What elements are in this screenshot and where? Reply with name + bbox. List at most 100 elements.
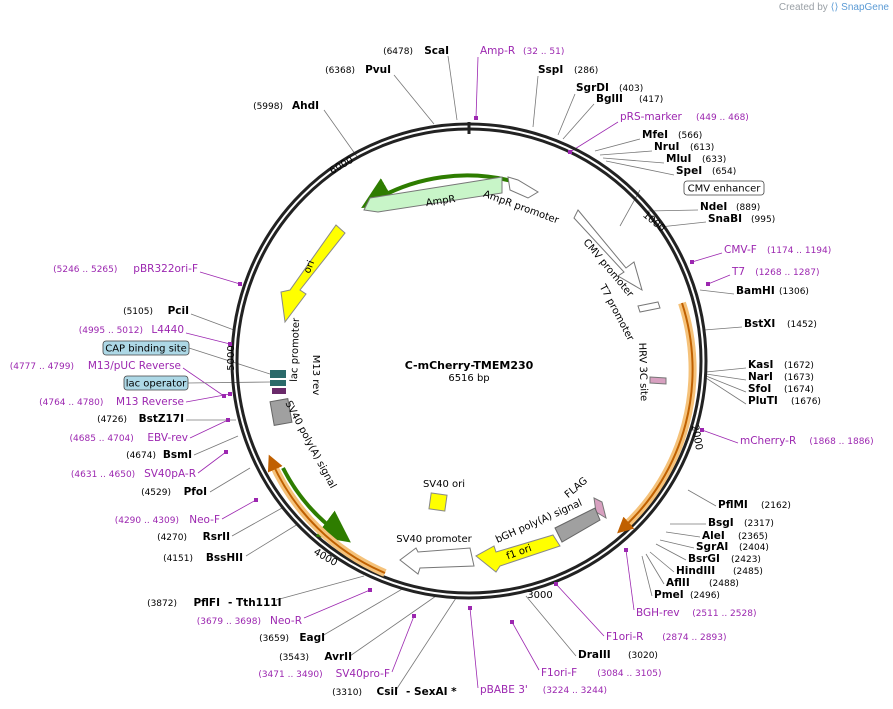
site-leader-mlui	[602, 157, 665, 164]
primer-name: mCherry-R	[740, 435, 796, 447]
primer-neo-f[interactable]: Neo-F(4290 .. 4309)	[115, 514, 220, 526]
site-name: AleI	[702, 530, 725, 542]
site-avrii[interactable]: AvrII(3543)	[279, 651, 352, 663]
primer-m13-puc-reverse[interactable]: M13/pUC Reverse(4777 .. 4799)	[10, 360, 181, 372]
site-pvui[interactable]: PvuI(6368)	[325, 64, 391, 76]
site-pluti[interactable]: PluTI (1676)	[748, 395, 821, 407]
site-name: KasI	[748, 359, 773, 371]
site-csii[interactable]: CsiI(3310)- SexAI *	[332, 686, 457, 698]
primer-t7[interactable]: T7(1268 .. 1287)	[731, 266, 819, 278]
site-bsshii[interactable]: BssHII(4151)	[163, 552, 243, 564]
site-nrui[interactable]: NruI(613)	[654, 141, 714, 153]
site-position: (2365)	[738, 532, 768, 542]
primer-pbr322ori-f[interactable]: pBR322ori-F(5246 .. 5265)	[53, 263, 198, 275]
site-name: RsrII	[203, 531, 230, 543]
primer-leader-mcherry-r	[701, 429, 739, 444]
site-snabi[interactable]: SnaBI(995)	[708, 213, 775, 225]
site-nari[interactable]: NarI(1673)	[748, 371, 814, 383]
primer-range: (2874 .. 2893)	[662, 633, 726, 643]
primer-range: (3224 .. 3244)	[543, 686, 607, 696]
site-scai[interactable]: ScaI(6478)	[383, 45, 449, 57]
site-pmei[interactable]: PmeI(2496)	[654, 589, 720, 601]
site-eagi[interactable]: EagI(3659)	[259, 632, 325, 644]
site-name: PluTI	[748, 395, 778, 407]
site-bsmi[interactable]: BsmI(4674)	[126, 449, 192, 461]
site-spei[interactable]: SpeI(654)	[676, 165, 736, 177]
site-position: (2488)	[709, 579, 739, 589]
boxed-label-lac-operator[interactable]: lac operator	[123, 375, 189, 391]
site-sgrdi[interactable]: SgrDI(403)	[576, 82, 643, 94]
site-leader-bstxi	[703, 326, 743, 331]
site-bstxi[interactable]: BstXI(1452)	[744, 318, 817, 330]
site-ndei[interactable]: NdeI(889)	[700, 201, 760, 213]
site-pcii[interactable]: PciI(5105)	[123, 305, 189, 317]
primer-neo-r[interactable]: Neo-R(3679 .. 3698)	[197, 615, 302, 627]
feature-label-ampr: AmpR	[425, 194, 456, 209]
site-alei[interactable]: AleI (2365)	[702, 530, 768, 542]
site-name: AflII	[666, 577, 690, 589]
site-bstz17i[interactable]: BstZ17I(4726)	[97, 413, 184, 425]
site-position: (5998)	[253, 102, 283, 112]
site-leader-pflmi	[687, 489, 717, 507]
primer-name: L4440	[151, 324, 184, 336]
primer-f1ori-f[interactable]: F1ori-F(3084 .. 3105)	[541, 667, 661, 679]
boxed-label-cap-binding-site[interactable]: CAP binding site	[102, 340, 190, 356]
site-pflfi[interactable]: PflFI(3872)- Tth111I	[147, 597, 281, 609]
primer-l4440[interactable]: L4440(4995 .. 5012)	[79, 324, 184, 336]
site-leader-snabi	[659, 221, 707, 228]
primer-f1ori-r[interactable]: F1ori-R(2874 .. 2893)	[606, 631, 726, 643]
site-mlui[interactable]: MluI(633)	[666, 153, 726, 165]
site-ahdi[interactable]: AhdI(5998)	[253, 100, 319, 112]
site-leader-kasi	[705, 367, 747, 373]
primer-range: (3471 .. 3490)	[258, 670, 322, 680]
primer-pbabe-3[interactable]: pBABE 3'(3224 .. 3244)	[480, 684, 607, 696]
primer-cmv-f[interactable]: CMV-F(1174 .. 1194)	[724, 244, 831, 256]
primer-prs-marker[interactable]: pRS-marker(449 .. 468)	[620, 111, 749, 123]
site-name: BamHI	[736, 285, 775, 297]
site-mfei[interactable]: MfeI(566)	[642, 129, 702, 141]
boxed-label-text: lac operator	[126, 379, 187, 390]
primer-name: Neo-R	[270, 615, 302, 627]
site-bglii[interactable]: BglII(417)	[596, 93, 663, 105]
primer-mark-mcherry-r	[700, 428, 704, 432]
primer-mcherry-r[interactable]: mCherry-R (1868 .. 1886)	[740, 435, 874, 447]
site-hindiii[interactable]: HindIII(2485)	[676, 565, 763, 577]
site-position: (1676)	[791, 397, 821, 407]
boxed-label-cmv-enhancer[interactable]: CMV enhancer	[683, 180, 765, 196]
site-draiii[interactable]: DraIII(3020)	[578, 649, 658, 661]
site-sfoi[interactable]: SfoI(1674)	[748, 383, 814, 395]
primer-range: (1868 .. 1886)	[809, 437, 873, 447]
primer-mark-pbabe-3	[468, 606, 472, 610]
primer-amp-r[interactable]: Amp-R(32 .. 51)	[480, 45, 564, 57]
primer-bgh-rev[interactable]: BGH-rev(2511 .. 2528)	[636, 607, 756, 619]
site-pfoi[interactable]: PfoI(4529)	[141, 486, 207, 498]
site-position: (4674)	[126, 451, 156, 461]
site-sgrai[interactable]: SgrAI(2404)	[696, 541, 769, 553]
site-aflii[interactable]: AflII (2488)	[666, 577, 739, 589]
site-leader-ahdi	[323, 109, 359, 159]
site-name: NruI	[654, 141, 679, 153]
site-position: (1673)	[784, 373, 814, 383]
primer-range: (2511 .. 2528)	[692, 609, 756, 619]
primer-leader-prs-marker	[569, 121, 619, 153]
site-bsrgi[interactable]: BsrGI(2423)	[688, 553, 761, 565]
site-rsrii[interactable]: RsrII(4270)	[157, 531, 230, 543]
site-position: (403)	[619, 84, 643, 94]
site-bamhi[interactable]: BamHI(1306)	[736, 285, 809, 297]
credit-logo-text: SnapGene	[841, 2, 889, 13]
backbone-ring	[230, 122, 708, 600]
site-sspi[interactable]: SspI(286)	[538, 64, 598, 76]
site-pflmi[interactable]: PflMI(2162)	[718, 499, 791, 511]
primer-leader-sv40pro-f	[391, 615, 415, 673]
site-position: (4151)	[163, 554, 193, 564]
site-leader-pmei	[641, 555, 653, 597]
primer-mark-l4440	[228, 342, 232, 346]
primer-m13-reverse[interactable]: M13 Reverse(4764 .. 4780)	[39, 396, 184, 408]
site-position: (3310)	[332, 688, 362, 698]
site-kasi[interactable]: KasI(1672)	[748, 359, 814, 371]
primer-range: (4777 .. 4799)	[10, 362, 74, 372]
site-bsgi[interactable]: BsgI(2317)	[708, 517, 774, 529]
primer-ebv-rev[interactable]: EBV-rev(4685 .. 4704)	[70, 432, 188, 444]
primer-sv40pa-r[interactable]: SV40pA-R(4631 .. 4650)	[71, 468, 196, 480]
primer-sv40pro-f[interactable]: SV40pro-F(3471 .. 3490)	[258, 668, 390, 680]
